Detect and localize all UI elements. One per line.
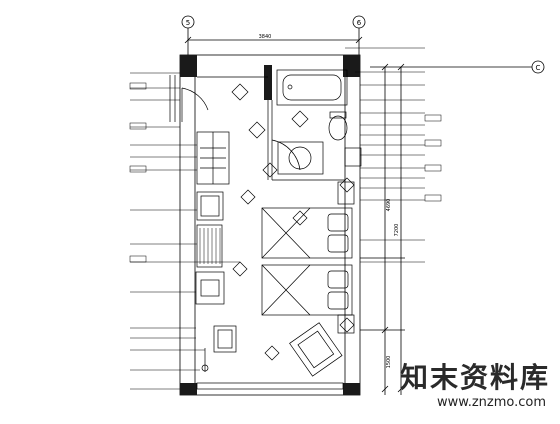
watermark: 知末资料库 www.znzmo.com — [400, 363, 550, 410]
watermark-url: www.znzmo.com — [432, 395, 550, 410]
grid-label-5: 5 — [186, 19, 190, 27]
columns — [180, 55, 360, 395]
dimension-right-lower: 1500 — [386, 356, 392, 369]
bathtub — [276, 69, 348, 106]
entry-door-swing — [181, 87, 209, 111]
bed-1 — [261, 207, 353, 259]
dimension-top: 3840 — [259, 34, 272, 40]
right-leaders — [345, 47, 425, 263]
bed-2 — [261, 264, 353, 316]
ceiling-lights — [231, 83, 355, 361]
grid-label-c: C — [536, 64, 541, 72]
nightstand-2 — [337, 314, 355, 334]
room-outline — [179, 54, 361, 396]
grid-label-6: 6 — [357, 19, 362, 27]
vanity — [277, 141, 324, 175]
desk — [196, 224, 223, 268]
basin-fixture — [344, 147, 362, 167]
tv-cabinet — [195, 271, 225, 305]
right-label-boxes — [424, 114, 442, 202]
nightstand-1 — [337, 181, 355, 205]
dimension-right-upper: 4690 — [386, 199, 392, 212]
left-label-boxes — [129, 82, 147, 263]
watermark-chinese: 知末资料库 — [399, 361, 550, 394]
dimension-right-overall: 7200 — [394, 224, 400, 237]
toilet — [328, 115, 348, 141]
armchair — [289, 322, 343, 377]
side-chair — [213, 325, 237, 353]
left-leaders — [130, 72, 240, 390]
luggage-rack — [196, 191, 224, 221]
window — [196, 382, 344, 390]
